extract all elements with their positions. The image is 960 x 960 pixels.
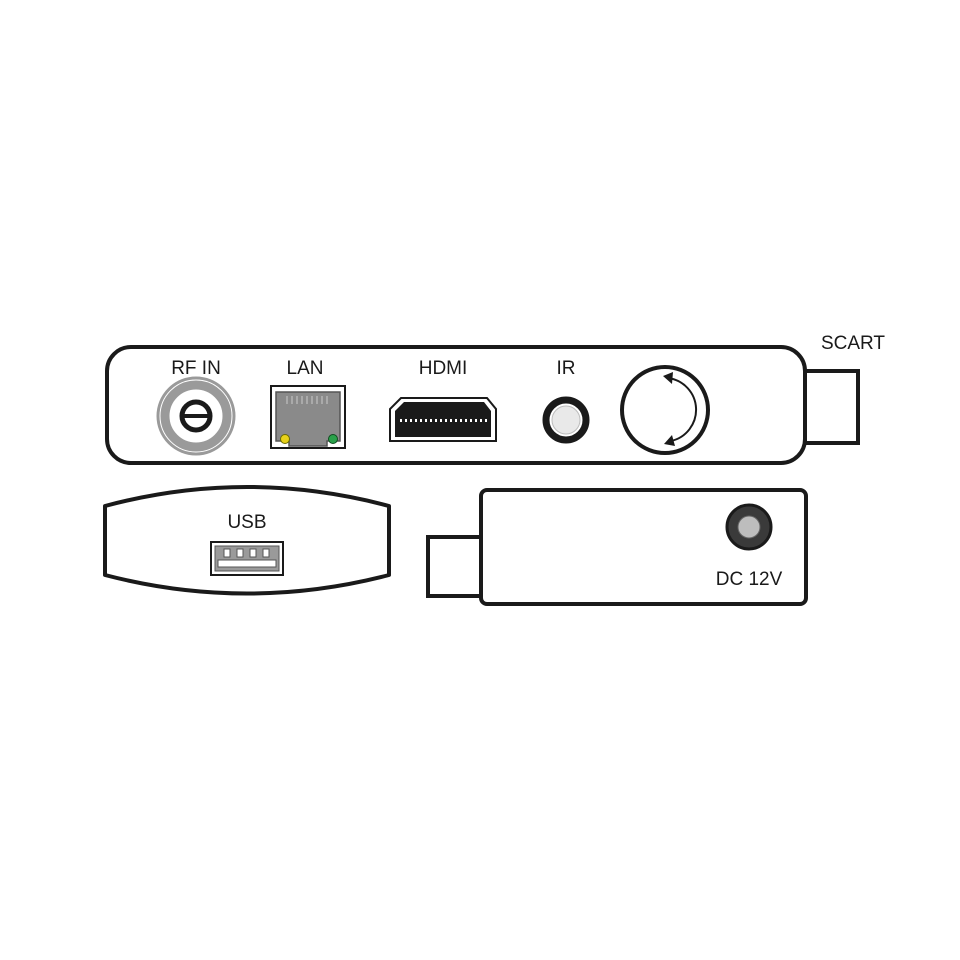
usb-contacts [223, 548, 270, 558]
rf-in-connector: RF IN [156, 358, 236, 456]
usb-port-tongue [217, 559, 277, 568]
usb-label: USB [227, 512, 266, 533]
rf-in-label: RF IN [171, 358, 221, 379]
dc-label: DC 12V [716, 569, 783, 590]
usb-side-body [103, 485, 391, 596]
scart-label: SCART [821, 333, 885, 354]
ir-label: IR [557, 358, 576, 379]
lan-led-yellow [280, 434, 290, 444]
rotary-knob [620, 365, 710, 455]
power-side: DC 12V [426, 488, 808, 606]
ir-socket-inner [551, 405, 581, 435]
lan-contacts [286, 396, 328, 404]
dc-jack [725, 503, 773, 551]
power-side-body [479, 488, 808, 606]
usb-port [210, 541, 284, 576]
power-plug [426, 535, 486, 598]
hdmi-socket [395, 402, 491, 437]
hdmi-label: HDMI [419, 358, 468, 379]
scart-connector: SCART [803, 333, 885, 445]
ir-connector: IR [542, 358, 590, 444]
lan-led-green [328, 434, 338, 444]
lan-connector: LAN [270, 358, 346, 449]
hdmi-pins [400, 419, 487, 422]
scart-plug [803, 369, 860, 445]
dc-jack-inner [737, 515, 761, 539]
usb-side: USB [103, 485, 391, 596]
lan-label: LAN [287, 358, 324, 379]
rotate-arrows-icon [663, 372, 698, 446]
hdmi-connector: HDMI [389, 358, 497, 442]
lan-socket [275, 391, 341, 447]
rf-in-pin [184, 414, 208, 418]
